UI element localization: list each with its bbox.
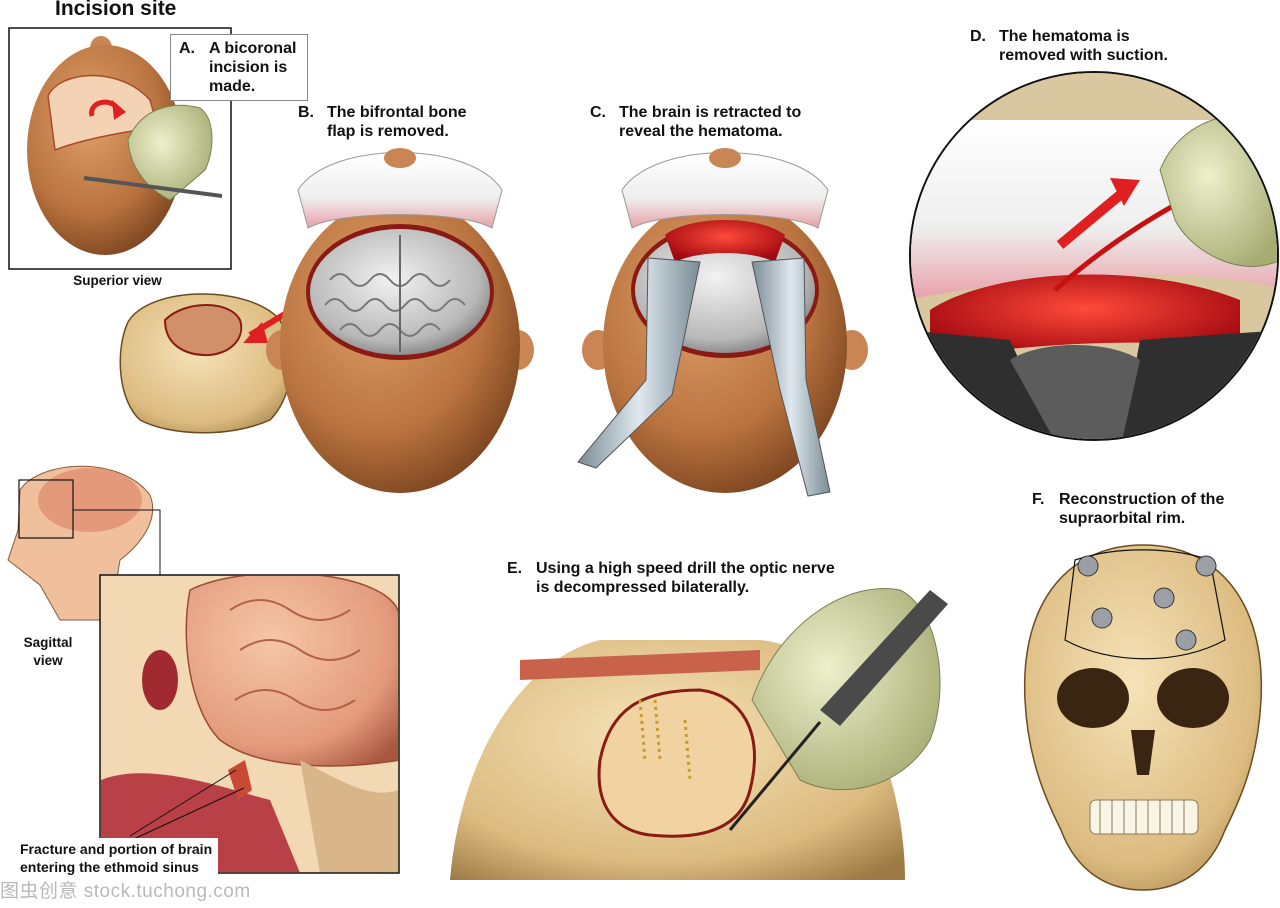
sagittal-brain bbox=[38, 468, 142, 532]
sagittal-view-caption: Sagittal view bbox=[23, 635, 73, 668]
panel-d-illustration bbox=[909, 71, 1279, 441]
panel-f-label: F. Reconstruction of the supraorbital ri… bbox=[1032, 490, 1252, 528]
sagittal-zoom-box bbox=[18, 479, 74, 539]
watermark: 图虫创意 stock.tuchong.com bbox=[0, 881, 251, 902]
panel-f-letter: F. bbox=[1032, 491, 1045, 508]
panel-b-text: The bifrontal bone flap is removed. bbox=[327, 104, 467, 140]
panel-f-illustration bbox=[1023, 544, 1263, 891]
skull-frontal bbox=[1023, 544, 1263, 891]
panel-d-letter: D. bbox=[970, 28, 986, 45]
panel-f-text: Reconstruction of the supraorbital rim. bbox=[1059, 491, 1225, 527]
panel-c-text: The brain is retracted to reveal the hem… bbox=[619, 104, 802, 140]
panel-e-label: E. Using a high speed drill the optic ne… bbox=[507, 559, 877, 597]
inset-fracture bbox=[228, 760, 252, 800]
optic-canal-marks bbox=[638, 699, 692, 781]
fracture-pointer-1 bbox=[129, 769, 237, 837]
panel-d-text: The hematoma is removed with suction. bbox=[999, 28, 1168, 64]
brain-d bbox=[1010, 345, 1140, 439]
orbit-left bbox=[1057, 668, 1129, 728]
sagittal-inset bbox=[99, 574, 400, 874]
sagittal-illustration bbox=[7, 465, 161, 621]
drill-handpiece bbox=[820, 590, 948, 726]
panel-a-label: A. A bicoronal incision is made. bbox=[170, 34, 308, 101]
red-arrow-head bbox=[112, 100, 126, 120]
fixation-plates bbox=[1077, 555, 1217, 651]
fracture-pointer-2 bbox=[135, 787, 245, 839]
panel-c-letter: C. bbox=[590, 104, 606, 121]
inset-brain-lobe bbox=[185, 576, 398, 767]
panel-a-text: A bicoronal incision is made. bbox=[209, 40, 297, 95]
bone-flap-outline-f bbox=[1064, 549, 1226, 660]
panel-e-text: Using a high speed drill the optic nerve… bbox=[536, 560, 835, 596]
panel-a-letter: A. bbox=[179, 40, 195, 57]
inset-sinus bbox=[142, 650, 178, 710]
suction-arrow-head bbox=[1110, 178, 1140, 206]
panel-e-letter: E. bbox=[507, 560, 523, 577]
scalp-retracted bbox=[297, 152, 503, 229]
superior-view-caption: Superior view bbox=[73, 273, 162, 288]
brain-gyri bbox=[324, 273, 466, 337]
bone-flap-arrow-head bbox=[243, 322, 268, 343]
anterior-fossa-defect bbox=[597, 688, 756, 838]
teeth bbox=[1089, 799, 1199, 835]
nose-c bbox=[709, 148, 741, 168]
hematoma-c bbox=[665, 220, 785, 262]
retractor-d-right bbox=[1120, 330, 1277, 439]
inset-sphenoid bbox=[300, 760, 398, 872]
drill-bit bbox=[728, 721, 822, 831]
teeth-lines bbox=[1099, 800, 1185, 834]
orbit-right bbox=[1157, 668, 1229, 728]
panel-d-label: D. The hematoma is removed with suction. bbox=[970, 27, 1200, 65]
nasal-aperture bbox=[1131, 730, 1155, 775]
nose-b bbox=[384, 148, 416, 168]
scalp-edge-e bbox=[520, 650, 760, 680]
panel-e-illustration bbox=[450, 588, 948, 880]
bone-flap-defect bbox=[163, 304, 243, 357]
gloved-hand bbox=[127, 104, 213, 201]
inset-brain-sulci bbox=[229, 599, 361, 711]
fracture-caption: Fracture and portion of brain entering t… bbox=[14, 838, 219, 878]
scalpel bbox=[83, 176, 223, 198]
retractor-right bbox=[751, 257, 831, 497]
scalp-retracted-c bbox=[621, 152, 829, 229]
panel-b-letter: B. bbox=[298, 104, 314, 121]
retractor-left bbox=[577, 257, 701, 469]
zoom-connector bbox=[73, 509, 161, 575]
panel-c-illustration bbox=[577, 148, 868, 497]
incision-site-title: Incision site bbox=[55, 0, 177, 20]
suction-arrow bbox=[1056, 191, 1124, 249]
panel-b-illustration bbox=[266, 148, 534, 493]
bone-flap-shape bbox=[119, 293, 292, 434]
panel-b-label: B. The bifrontal bone flap is removed. bbox=[298, 103, 498, 141]
panel-c-label: C. The brain is retracted to reveal the … bbox=[590, 103, 830, 141]
